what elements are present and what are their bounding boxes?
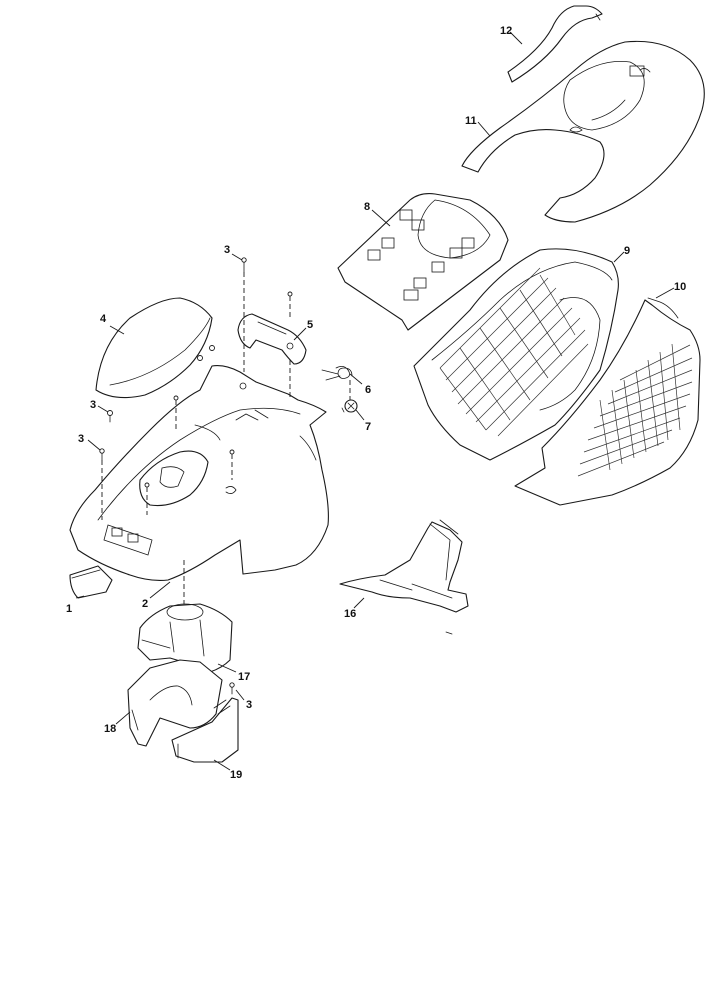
callout-3-lower-right: 3 (246, 699, 252, 711)
part-19-lower-skirt (171, 697, 239, 763)
callout-17: 17 (238, 671, 250, 683)
callout-7: 7 (365, 421, 371, 433)
callout-3-left-lower: 3 (78, 433, 84, 445)
callout-16: 16 (344, 608, 356, 620)
screw-3-left-lower (99, 448, 105, 461)
part-10-rear-flap (514, 297, 701, 506)
part-16-support-frame (339, 519, 469, 635)
callout-4: 4 (100, 313, 107, 325)
callout-3-top: 3 (224, 244, 230, 256)
callout-11: 11 (465, 115, 477, 127)
part-1-cap (69, 565, 113, 599)
assembly-lines (101, 272, 351, 604)
screw-3-left-upper (107, 410, 113, 423)
callout-6: 6 (365, 384, 371, 396)
screw-3-top (241, 257, 247, 273)
part-11-bag-top (461, 40, 705, 223)
callout-2: 2 (142, 598, 148, 610)
leader-lines (75, 31, 675, 771)
callout-labels: 1 2 3 3 3 3 4 5 6 7 8 9 10 11 12 16 17 1… (66, 25, 686, 781)
screw-3-lower-right (229, 682, 235, 695)
part-6-spring (321, 366, 353, 381)
callout-3-left-upper: 3 (90, 399, 96, 411)
part-5-carry-handle (237, 313, 307, 365)
part-9-grass-bag (413, 248, 619, 461)
part-12-handle-grip (507, 5, 603, 83)
part-18-left-cowl (127, 659, 223, 747)
callout-18: 18 (104, 723, 116, 735)
part-4-cover (95, 297, 213, 399)
part-2-main-body (69, 365, 329, 581)
callout-5: 5 (307, 319, 313, 331)
callout-12: 12 (500, 25, 512, 37)
part-7-knob (341, 399, 358, 413)
callout-9: 9 (624, 245, 630, 257)
callout-10: 10 (674, 281, 686, 293)
callout-8: 8 (364, 201, 370, 213)
callout-19: 19 (230, 769, 242, 781)
part-8-label-plate (337, 193, 509, 331)
callout-1: 1 (66, 603, 72, 615)
